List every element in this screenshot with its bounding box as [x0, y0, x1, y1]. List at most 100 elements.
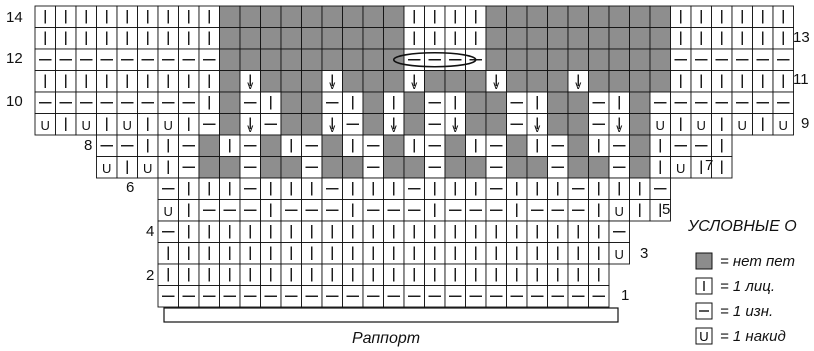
no-stitch-cell: [506, 48, 528, 71]
row-number-5: 5: [662, 201, 670, 218]
chart-cell: [772, 113, 794, 136]
no-stitch-cell: [321, 5, 343, 28]
row-number-2: 2: [146, 267, 154, 284]
stitch-glyph: v: [616, 121, 622, 135]
row-number-8: 8: [84, 137, 92, 154]
legend-text-yarn-over: = 1 накид: [720, 328, 786, 345]
no-stitch-cell: [526, 48, 548, 71]
stitch-glyph: U: [164, 118, 173, 133]
no-stitch-cell: [629, 5, 651, 28]
repeat-bracket: Раппорт: [163, 307, 619, 347]
repeat-label: Раппорт: [352, 330, 420, 347]
legend-swatch-no-stitch: [695, 252, 713, 270]
stitch-glyph: U: [102, 161, 111, 176]
row-number-1: 1: [621, 287, 629, 304]
no-stitch-cell: [260, 27, 282, 50]
no-stitch-cell: [301, 113, 323, 136]
no-stitch-cell: [321, 134, 343, 157]
no-stitch-cell: [219, 5, 241, 28]
no-stitch-cell: [260, 48, 282, 71]
no-stitch-cell: [301, 48, 323, 71]
no-stitch-cell: [403, 91, 425, 114]
row-number-3: 3: [640, 245, 648, 262]
no-stitch-cell: [219, 91, 241, 114]
no-stitch-cell: [219, 156, 241, 179]
no-stitch-cell: [547, 27, 569, 50]
no-stitch-cell: [465, 91, 487, 114]
no-stitch-cell: [239, 5, 261, 28]
no-stitch-cell: [608, 48, 630, 71]
no-stitch-cell: [567, 27, 589, 50]
no-stitch-cell: [219, 113, 241, 136]
row-number-9: 9: [801, 115, 809, 132]
stitch-glyph: U: [82, 118, 91, 133]
no-stitch-cell: [629, 134, 651, 157]
no-stitch-cell: [547, 113, 569, 136]
no-stitch-cell: [608, 27, 630, 50]
no-stitch-cell: [219, 70, 241, 93]
row-number-13: 13: [793, 29, 810, 46]
legend-yo-glyph: U: [699, 329, 708, 344]
no-stitch-cell: [485, 5, 507, 28]
no-stitch-cell: [280, 113, 302, 136]
no-stitch-cell: [588, 156, 610, 179]
no-stitch-cell: [383, 5, 405, 28]
stitch-glyph: U: [779, 118, 788, 133]
legend: УСЛОВНЫЕ О = нет пет = 1 лиц. = 1 изн. U…: [687, 218, 797, 345]
stitch-glyph: v: [391, 121, 397, 135]
no-stitch-cell: [608, 70, 630, 93]
no-stitch-cell: [506, 70, 528, 93]
no-stitch-cell: [506, 5, 528, 28]
stitch-glyph: U: [656, 118, 665, 133]
no-stitch-cell: [444, 70, 466, 93]
no-stitch-cell: [424, 70, 446, 93]
no-stitch-cell: [485, 27, 507, 50]
no-stitch-cell: [588, 5, 610, 28]
no-stitch-cell: [362, 27, 384, 50]
stitch-glyph: U: [676, 161, 685, 176]
no-stitch-cell: [567, 156, 589, 179]
no-stitch-cell: [526, 156, 548, 179]
no-stitch-cell: [485, 113, 507, 136]
legend-title: УСЛОВНЫЕ О: [687, 218, 797, 235]
no-stitch-cell: [567, 91, 589, 114]
no-stitch-cell: [465, 70, 487, 93]
stitch-glyph: v: [452, 121, 458, 135]
stitch-glyph: U: [123, 118, 132, 133]
no-stitch-cell: [219, 48, 241, 71]
no-stitch-cell: [403, 156, 425, 179]
no-stitch-cell: [567, 5, 589, 28]
row-number-12: 12: [6, 50, 23, 67]
no-stitch-cell: [506, 156, 528, 179]
no-stitch-cell: [383, 156, 405, 179]
no-stitch-cell: [465, 113, 487, 136]
stitch-glyph: v: [329, 78, 335, 92]
no-stitch-cell: [547, 5, 569, 28]
stitch-glyph: v: [247, 78, 253, 92]
no-stitch-cell: [301, 27, 323, 50]
no-stitch-cell: [588, 27, 610, 50]
row-number-4: 4: [146, 223, 154, 240]
no-stitch-cell: [342, 156, 364, 179]
stitch-glyph: U: [143, 161, 152, 176]
no-stitch-cell: [485, 91, 507, 114]
no-stitch-cell: [567, 134, 589, 157]
decrease-ellipse: [392, 51, 477, 68]
no-stitch-cell: [321, 27, 343, 50]
no-stitch-cell: [629, 156, 651, 179]
stitch-glyph: U: [697, 118, 706, 133]
stitch-glyph: v: [493, 78, 499, 92]
chart-cell: [608, 242, 630, 265]
no-stitch-cell: [629, 70, 651, 93]
no-stitch-cell: [260, 5, 282, 28]
no-stitch-cell: [567, 48, 589, 71]
no-stitch-cell: [342, 27, 364, 50]
row-number-7: 7: [705, 157, 713, 174]
stitch-glyph: v: [247, 121, 253, 135]
stitch-glyph: U: [615, 247, 624, 262]
no-stitch-cell: [588, 70, 610, 93]
no-stitch-cell: [362, 113, 384, 136]
no-stitch-cell: [485, 48, 507, 71]
no-stitch-cell: [547, 91, 569, 114]
